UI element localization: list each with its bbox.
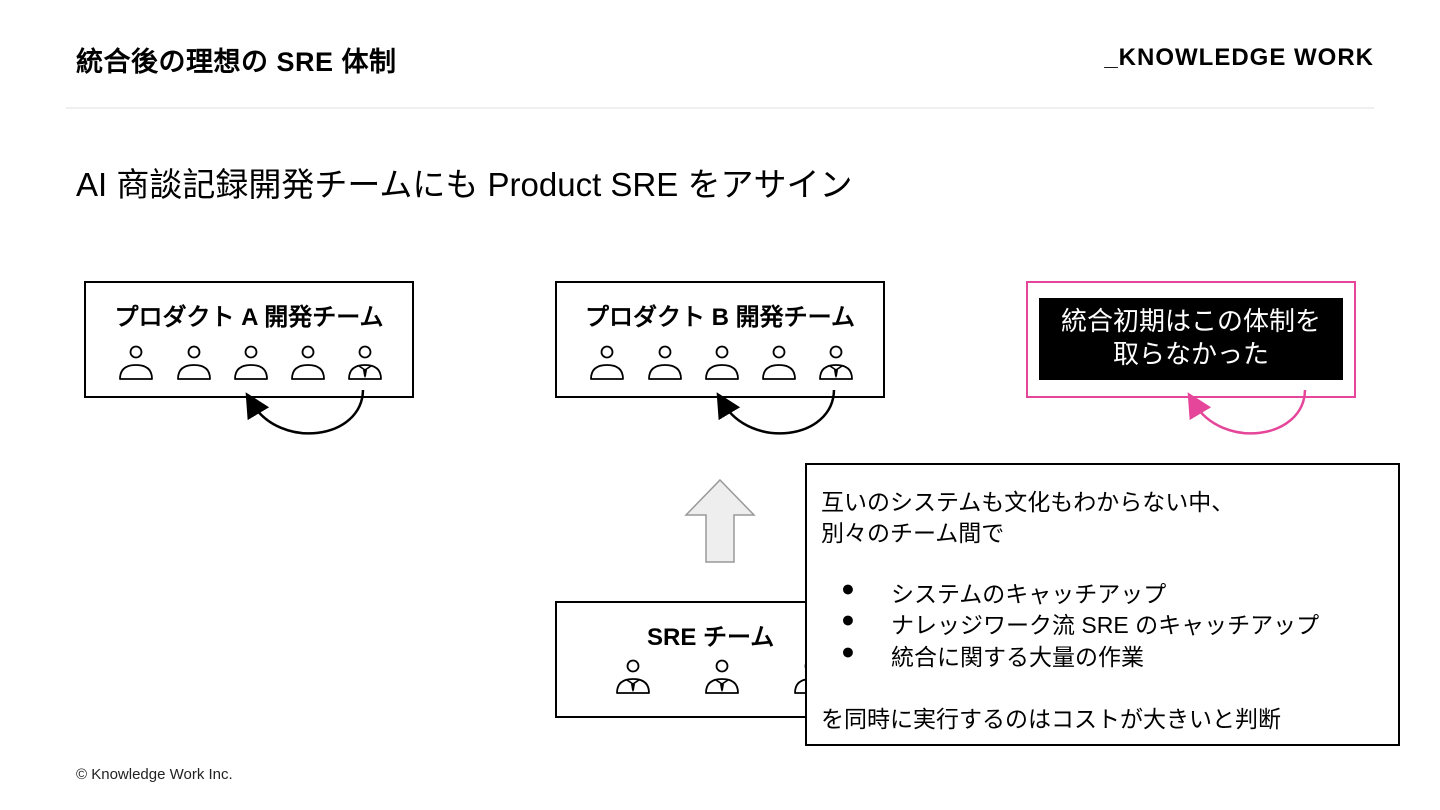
note-intro-line-2: 別々のチーム間で xyxy=(821,520,1005,546)
explanation-note: 互いのシステムも文化もわからない中、 別々のチーム間で ● システムのキャッチア… xyxy=(805,463,1400,746)
brand-logo-text: _KNOWLEDGE WORK xyxy=(1104,44,1374,71)
bullet-item-3: 統合に関する大量の作業 xyxy=(891,644,1144,670)
team-name-product-a: プロダクト A 開発チーム xyxy=(114,304,384,331)
team-name-product-b: プロダクト B 開発チーム xyxy=(585,304,855,331)
bullet-item-1: システムのキャッチアップ xyxy=(891,581,1167,607)
bullet-dot: ● xyxy=(841,606,855,632)
slide-subtitle: AI 商談記録開発チームにも Product SRE をアサイン xyxy=(76,166,853,203)
copyright-footer: © Knowledge Work Inc. xyxy=(76,766,233,783)
bullet-dot: ● xyxy=(841,638,855,664)
note-intro-line-1: 互いのシステムも文化もわからない中、 xyxy=(821,489,1235,515)
note-conclusion: を同時に実行するのはコストが大きいと判断 xyxy=(821,706,1281,732)
person-with-tie-icon xyxy=(704,659,740,695)
header-divider xyxy=(66,107,1374,109)
team-box-product-b: プロダクト B 開発チーム xyxy=(555,281,885,398)
callout-line-1: 統合初期はこの体制を xyxy=(1060,306,1321,336)
callout-box: 統合初期はこの体制を 取らなかった xyxy=(1026,281,1356,398)
bullet-item-2: ナレッジワーク流 SRE のキャッチアップ xyxy=(891,612,1320,638)
callout-label: 統合初期はこの体制を 取らなかった xyxy=(1039,298,1343,380)
page-title: 統合後の理想の SRE 体制 xyxy=(76,47,397,77)
callout-line-2: 取らなかった xyxy=(1112,339,1269,369)
team-box-product-a: プロダクト A 開発チーム xyxy=(84,281,414,398)
team-name-sre: SRE チーム xyxy=(647,624,775,651)
bullet-dot: ● xyxy=(841,575,855,601)
person-with-tie-icon xyxy=(615,659,651,695)
